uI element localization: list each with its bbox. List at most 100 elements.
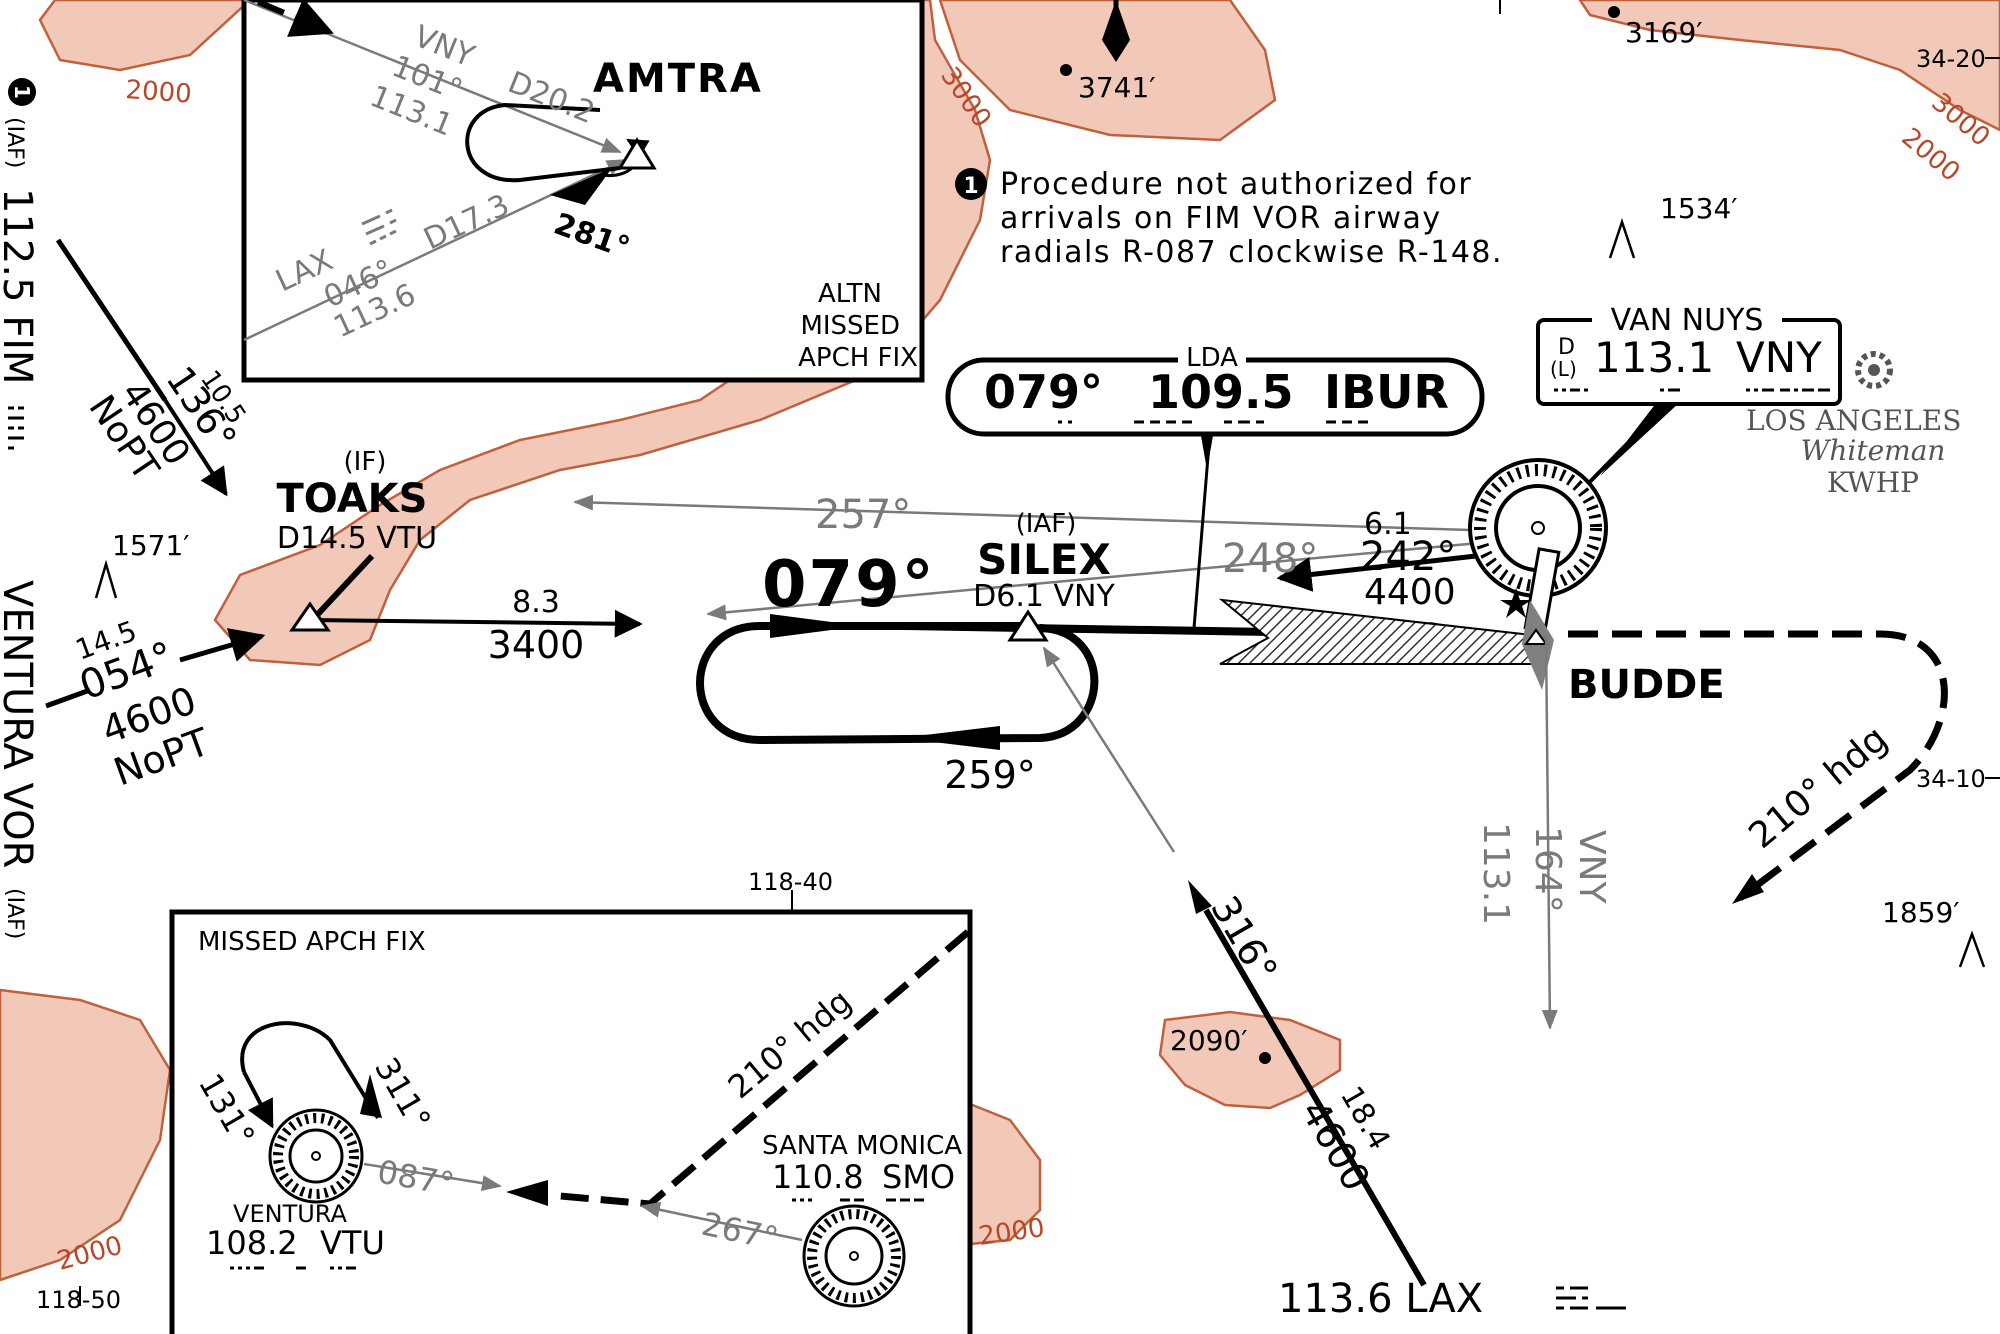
spot-elevation: 2090′ [1170,1024,1248,1057]
lon-tick-label: 34-20 [1916,45,1986,73]
lda-title: LDA [1186,343,1238,373]
holding-pattern [465,102,621,183]
lda-feather [1218,598,1541,665]
outbound-course: 259° [944,753,1036,797]
leg-course: 242° [1360,534,1456,580]
route-course: 316° [1202,889,1286,990]
altn-missed-label: APCH FIX [798,343,918,373]
radial-course: 164° [1527,826,1568,913]
altn-missed-label: ALTN [818,279,882,309]
navaid-name: VENTURA [233,1200,347,1228]
navaid-ident: VTU [320,1224,385,1262]
final-course: 079° [762,548,936,622]
smo-vor-icon [802,1204,906,1308]
airport-city: LOS ANGELES [1746,404,1961,437]
fim-route: 1 (IAF) 112.5 FIM 10.5 136° 4600 NoPT [0,78,251,497]
lda-ident: IBUR [1324,365,1449,419]
lat-tick-label: 118-40 [748,868,833,896]
toaks-fix: (IF) TOAKS D14.5 VTU 8.3 3400 [277,447,643,667]
leg-distance: 6.1 [1364,507,1412,542]
fix-name: SILEX [977,535,1111,584]
leg-distance: 8.3 [512,585,560,620]
navaid-name: VAN NUYS [1611,303,1764,338]
fix-triangle-icon [1007,609,1049,642]
inbound-course-line [256,0,334,37]
morse-code-icon [8,406,24,450]
navaid-name: VENTURA VOR [0,580,40,868]
note-marker: 1 [10,85,34,99]
morse-code-icon [361,208,397,246]
lat-tick-label: 118-50 [36,1286,121,1314]
fix-pointer [315,553,375,617]
procedure-note: 1 Procedure not authorized for arrivals … [955,167,1503,270]
fix-name: BUDDE [1568,662,1725,708]
terrain-area-southwest [0,988,172,1282]
fix-dme: D14.5 VTU [277,521,437,556]
spot-elevations: 3741′ 3169′ 2090′ 1534′ 1571′ 1859′ [112,6,1960,1064]
fix-name: TOAKS [277,476,428,522]
missed-apch-inset: MISSED APCH FIX 210° hdg 267° 087° 131° … [169,909,973,1334]
feeder-route-line [55,238,168,402]
terrain-area-north-ridge [38,0,252,72]
radial-freq: 113.1 [1475,822,1516,925]
van-nuys-navaid-box: VAN NUYS D (L) 113.1 VNY [1536,303,1842,496]
note-marker-icon [955,168,987,200]
spot-elevation-dot [1608,6,1620,18]
lon-tick-label: 34-10 [1916,765,1986,793]
fix-role: (IF) [344,447,387,477]
terrain-area-northeast [1578,0,2000,132]
navaid-frequency: 108.2 [206,1224,298,1262]
graticule-ticks: 34-20 34-10 118-40 118-50 [36,0,2000,1314]
airport-id: KWHP [1827,466,1919,499]
budde-fix: 248° 6.1 242° 4400 BUDDE [1222,507,1725,708]
final-approach-course: 079° (IAF) SILEX D6.1 VNY 259° [696,509,1541,797]
altn-missed-label: MISSED [800,311,900,341]
radial-course: 248° [1222,536,1318,582]
gear-icon [1855,351,1893,389]
navaid-freq-id: 113.6 LAX [1278,1276,1483,1322]
lax-route: 316° 18.4 4600 113.6 LAX [1042,646,1626,1322]
note-line: arrivals on FIM VOR airway [1000,201,1442,236]
class-flag: (L) [1550,357,1577,381]
vny-radial-164: VNY 164° 113.1 [1475,635,1612,1030]
navaid-name: SANTA MONICA [762,1131,962,1161]
whiteman-airport: LOS ANGELES Whiteman KWHP [1746,351,1961,499]
note-line: radials R-087 clockwise R-148. [1000,235,1503,270]
feeder-route-line [45,687,91,709]
lda-info-box: LDA 079° 109.5 IBUR [945,343,1485,629]
leg-altitude: 3400 [488,623,585,667]
morse-code-icon [1556,1286,1626,1310]
radial-course: 257° [815,492,911,538]
fix-role: (IAF) [1016,509,1077,539]
iaf-label: (IAF) [2,888,27,939]
missed-heading: 210° hdg [1741,718,1895,857]
navaid-ident: VNY [1736,333,1822,382]
radial-label: VNY [1571,830,1612,905]
navaid-frequency: 113.1 [1594,333,1714,382]
obstacle-symbols [94,218,1986,968]
lda-course: 079° [984,365,1103,419]
leg-altitude: 4400 [1364,572,1456,613]
obstacle-icon [1958,930,1986,968]
navaid-freq-id: 112.5 FIM [0,188,40,385]
fix-name: AMTRA [593,56,763,102]
lda-frequency: 109.5 [1148,365,1294,419]
ventura-route: VENTURA VOR (IAF) 14.5 054° 4600 NoPT [0,580,266,939]
spot-elevation-dot [1060,64,1072,76]
navaid-ident: SMO [882,1158,955,1196]
spot-elevation: 3741′ [1078,71,1156,104]
fix-dme: D6.1 VNY [973,579,1115,614]
navaid-frequency: 110.8 [772,1158,864,1196]
spot-elevation: 3169′ [1625,16,1703,49]
spot-elevation-dot [1259,1052,1271,1064]
dme-flag: D [1558,335,1575,360]
holding-racetrack [696,622,1099,745]
note-marker: 1 [963,174,978,199]
obstacle-icon [1608,218,1636,259]
obstacle-icon [94,559,118,599]
vtu-vor-icon [268,1108,364,1204]
terrain-area-3741-peak [938,0,1277,142]
airport-name: Whiteman [1801,434,1946,467]
feeder-route-line [1203,908,1427,1287]
spot-elevation: 1534′ [1660,192,1738,225]
